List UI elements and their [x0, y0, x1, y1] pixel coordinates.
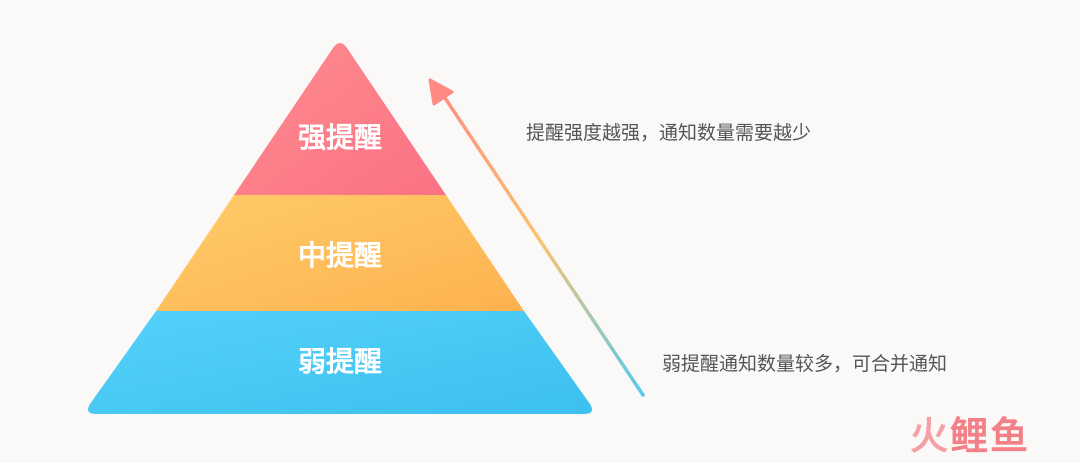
tier-strong-label: 强提醒 — [298, 121, 382, 154]
tier-medium-label: 中提醒 — [298, 239, 382, 272]
intensity-arrow-head-icon — [428, 78, 454, 106]
watermark-char: 火 — [910, 414, 951, 458]
watermark-char: 鱼 — [990, 414, 1031, 458]
intensity-arrow — [428, 78, 645, 397]
tier-weak-label: 弱提醒 — [298, 345, 382, 378]
watermark-char: 鲤 — [950, 414, 991, 458]
brand-watermark-logo: 火鲤鱼 — [910, 414, 1060, 458]
tier-strong-shape — [234, 43, 446, 195]
note-strong-reminder: 提醒强度越强，通知数量需要越少 — [526, 122, 812, 144]
tier-weak-shape — [88, 311, 592, 414]
intensity-arrow-shaft — [439, 90, 645, 397]
tier-medium-shape — [156, 195, 524, 311]
note-weak-reminder: 弱提醒通知数量较多，可合并通知 — [662, 353, 948, 375]
